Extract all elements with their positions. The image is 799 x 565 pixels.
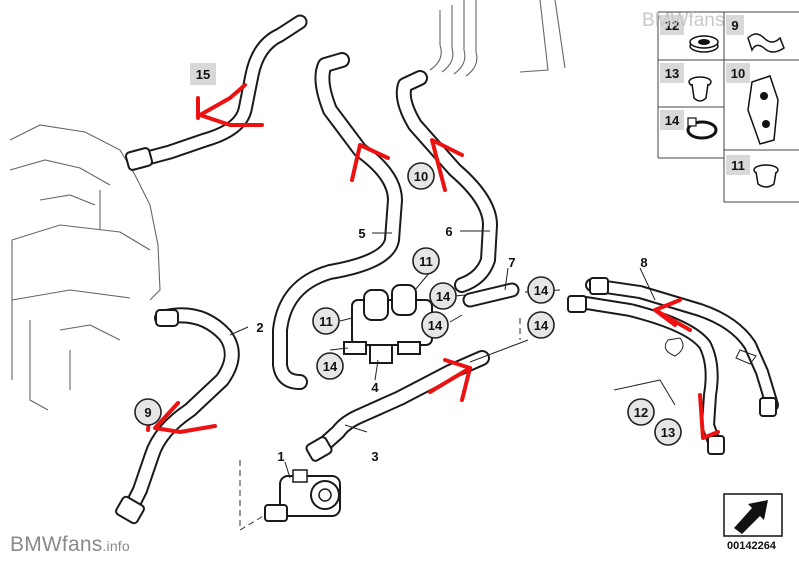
hose-3 — [312, 350, 490, 456]
callout-12-label: 12 — [634, 405, 648, 420]
view-direction-icon — [723, 493, 783, 537]
legend-11-label: 11 — [731, 158, 745, 173]
callout-14-e: 14 — [527, 311, 555, 339]
hose-5 — [272, 52, 403, 390]
callout-2-label: 2 — [256, 320, 263, 335]
watermark-top: BMWfans — [642, 10, 725, 31]
callout-5: 5 — [358, 226, 365, 241]
callout-15: 15 — [190, 63, 216, 85]
callout-11a-label: 11 — [419, 254, 433, 269]
flow-arrow-5 — [350, 143, 390, 182]
callout-5-label: 5 — [358, 226, 365, 241]
callout-4: 4 — [371, 380, 379, 395]
callout-14-d: 14 — [527, 276, 555, 304]
legend-10-label: 10 — [731, 66, 745, 81]
callout-15-label: 15 — [196, 67, 210, 82]
leader-lines — [229, 230, 656, 479]
legend-12-label: 12 — [665, 18, 679, 33]
callout-10-label: 10 — [414, 169, 428, 184]
parts-legend: 12 9 13 10 14 — [657, 11, 799, 203]
diagram-number: 00142264 — [727, 540, 776, 552]
legend-item-13: 13 — [660, 63, 712, 102]
pump-unit — [264, 469, 341, 522]
callout-10: 10 — [407, 162, 435, 190]
callout-14d-label: 14 — [534, 283, 549, 298]
hose-6 — [395, 70, 498, 293]
callout-14c-label: 14 — [323, 359, 338, 374]
flow-arrow-9 — [153, 401, 217, 434]
callout-14-b: 14 — [421, 311, 449, 339]
callout-14-a: 14 — [429, 282, 457, 310]
legend-13-label: 13 — [665, 66, 679, 81]
callout-8-label: 8 — [640, 255, 647, 270]
hose-end-fittings — [115, 147, 777, 525]
callout-11b-label: 11 — [319, 314, 333, 329]
flow-arrow-8 — [653, 298, 692, 332]
engine-outline — [9, 124, 161, 411]
callout-14b-label: 14 — [428, 318, 443, 333]
callout-14-c: 14 — [316, 352, 344, 380]
watermark-brand-text: BMWfans — [10, 533, 103, 556]
legend-14-label: 14 — [665, 113, 680, 128]
legend-item-12: 12 — [660, 15, 719, 53]
callout-8: 8 — [640, 255, 647, 270]
watermark-suffix: .info — [102, 538, 130, 554]
callout-14e-label: 14 — [534, 318, 549, 333]
legend-9-label: 9 — [731, 18, 738, 33]
legend-item-10: 10 — [726, 63, 779, 145]
flow-arrow-6 — [430, 138, 464, 192]
legend-item-9: 9 — [726, 15, 785, 53]
dashed-guides — [239, 318, 676, 531]
callout-7: 7 — [508, 255, 515, 270]
flow-arrow-8-down — [698, 393, 720, 440]
callout-1-label: 1 — [277, 449, 284, 464]
callout-3: 3 — [371, 449, 378, 464]
flow-arrows — [146, 83, 720, 440]
callout-13: 13 — [654, 418, 682, 446]
hose-8 — [573, 278, 779, 452]
valve-block — [343, 284, 433, 364]
callout-11-a: 11 — [412, 247, 440, 275]
callout-7-label: 7 — [508, 255, 515, 270]
legend-item-14: 14 — [660, 110, 718, 140]
callout-2: 2 — [256, 320, 263, 335]
pipe-bundle — [429, 0, 566, 77]
callout-11-b: 11 — [312, 307, 340, 335]
callout-13-label: 13 — [661, 425, 675, 440]
flow-arrow-3 — [428, 358, 472, 402]
callout-12: 12 — [627, 398, 655, 426]
callout-1: 1 — [277, 449, 284, 464]
watermark-brand: BMWfans.info — [10, 533, 130, 557]
callout-14a-label: 14 — [436, 289, 451, 304]
callout-9-label: 9 — [144, 405, 151, 420]
hose-2 — [122, 307, 240, 518]
legend-item-11: 11 — [726, 155, 779, 188]
hose-15 — [132, 14, 308, 168]
callout-3-label: 3 — [371, 449, 378, 464]
callout-6: 6 — [445, 224, 452, 239]
callout-4-label: 4 — [371, 380, 379, 395]
callout-6-label: 6 — [445, 224, 452, 239]
callout-9: 9 — [134, 398, 162, 426]
hose-7 — [462, 282, 520, 308]
